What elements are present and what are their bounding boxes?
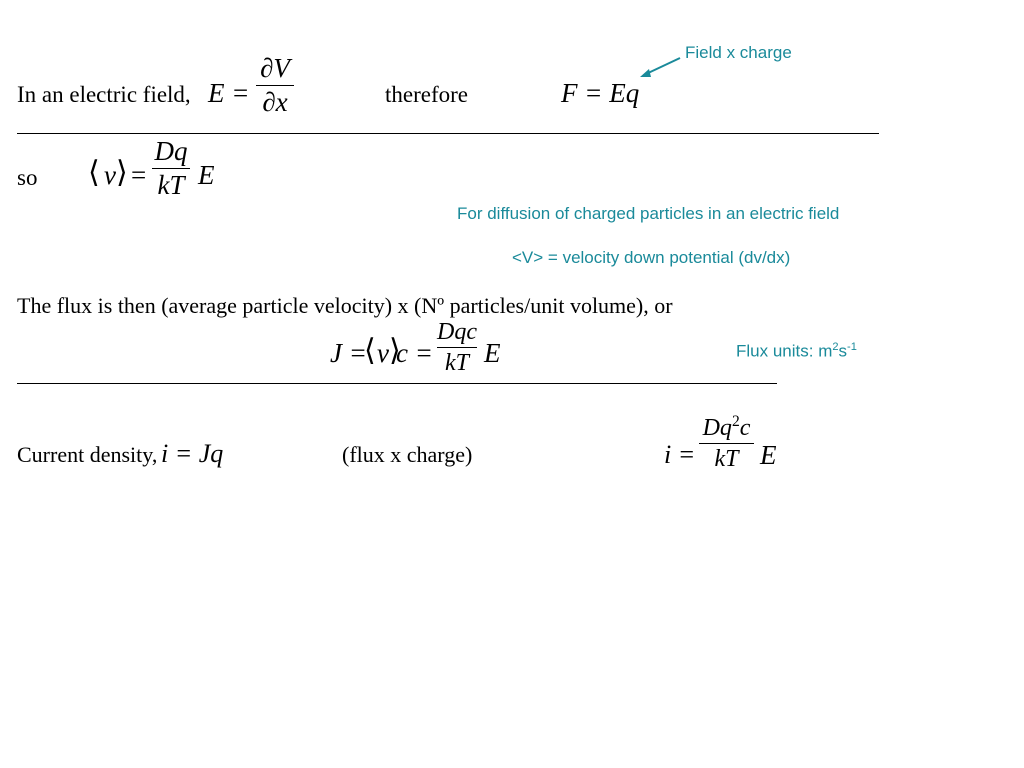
arrow-icon [640, 57, 681, 77]
e-symbol: E [484, 338, 501, 368]
flux-units-note: Flux units: m2s-1 [736, 341, 857, 361]
angle-open: ⟨ [364, 333, 376, 368]
current-fraction: Dq2c kT [699, 414, 754, 471]
flux-numerator: Dqc [437, 319, 477, 345]
current-numerator-tail: c [739, 415, 751, 441]
e-field-lhs: E = [208, 78, 250, 108]
fraction-bar [699, 443, 754, 444]
flux-sentence: The flux is then (average particle veloc… [17, 293, 673, 318]
current-equation: i = Jq [161, 439, 224, 468]
velocity-fraction: Dq kT [152, 138, 190, 199]
current-lhs: i = [664, 440, 696, 469]
divider-line [17, 133, 879, 134]
divider-line [17, 383, 777, 384]
force-equation: F = Eq [561, 78, 640, 108]
angle-close: ⟩ [389, 333, 401, 368]
flux-units-exponent: 2 [832, 341, 839, 353]
diffusion-note: For diffusion of charged particles in an… [457, 204, 840, 223]
e-symbol: E [198, 160, 215, 190]
angle-open: ⟨ [88, 155, 100, 190]
velocity-numerator: Dq [154, 136, 188, 166]
velocity-var: v [104, 160, 116, 190]
velocity-var: v [377, 338, 389, 368]
so-label: so [17, 165, 38, 190]
current-numerator: Dq2c [703, 414, 751, 440]
equals-sign: = [131, 160, 147, 190]
therefore-label: therefore [385, 82, 468, 107]
electric-field-label: In an electric field, [17, 82, 191, 107]
current-denominator: kT [714, 446, 739, 472]
e-field-denominator: ∂x [262, 87, 288, 117]
current-density-label: Current density, [17, 442, 158, 467]
flux-fraction: Dqc kT [437, 320, 477, 375]
flux-charge-note: (flux x charge) [342, 442, 473, 467]
angle-close: ⟩ [116, 155, 128, 190]
fraction-bar [152, 168, 190, 169]
flux-units-text: Flux units: m [736, 341, 833, 361]
fraction-bar [437, 347, 477, 348]
e-field-fraction: ∂V ∂x [256, 55, 294, 116]
fraction-bar [256, 85, 294, 86]
concentration-eq: c = [396, 338, 433, 368]
flux-denominator: kT [445, 350, 469, 376]
e-field-numerator: ∂V [260, 53, 290, 83]
flux-lhs: J = [330, 338, 367, 368]
flux-units-exponent: -1 [847, 341, 857, 353]
velocity-note: <V> = velocity down potential (dv/dx) [512, 248, 791, 267]
current-numerator-base: Dq [702, 415, 732, 441]
e-symbol: E [760, 440, 777, 470]
velocity-denominator: kT [157, 170, 185, 200]
current-numerator-exponent: 2 [731, 413, 740, 430]
flux-units-text: s [838, 341, 848, 361]
field-charge-annotation: Field x charge [685, 43, 792, 62]
